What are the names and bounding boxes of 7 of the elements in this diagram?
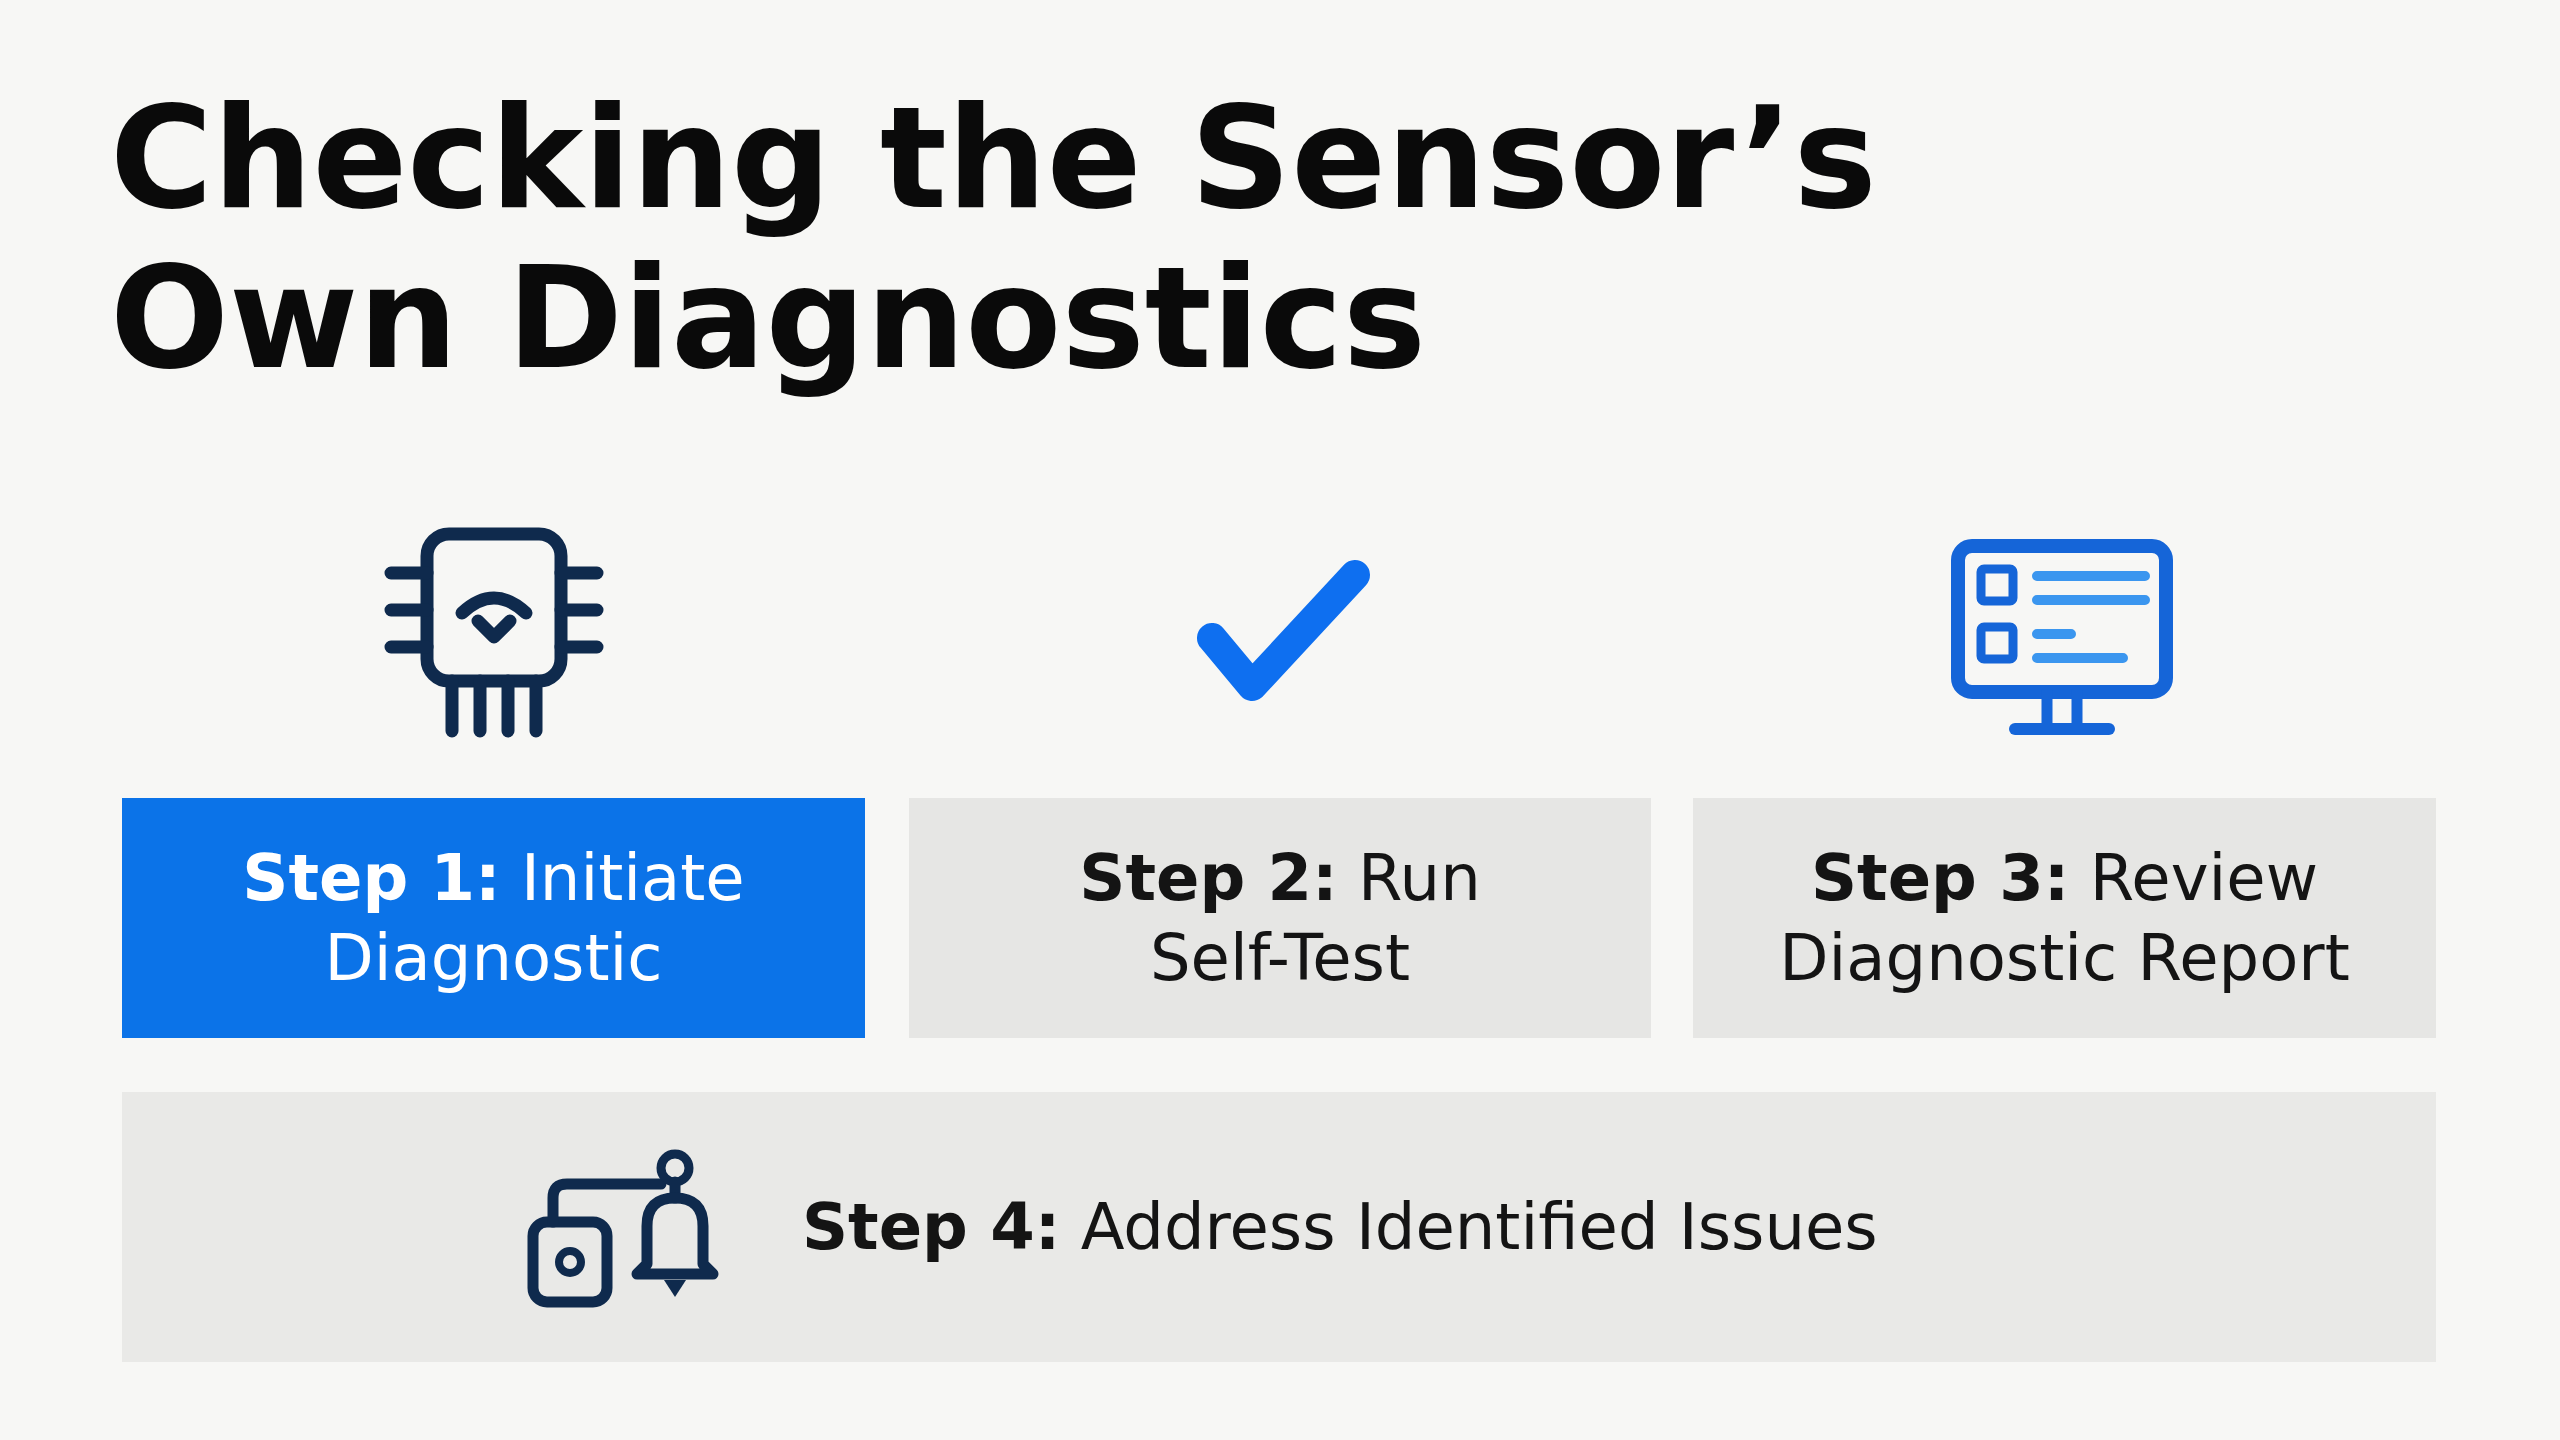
step-panel xyxy=(122,798,865,1038)
step-panel xyxy=(122,1092,2436,1362)
step-label: Step 4: Address Identified Issues xyxy=(802,1189,1878,1266)
step-label: Step 2: Run Self-Test xyxy=(1078,840,1482,997)
title: Checking the Sensor’s Own Diagnostics xyxy=(110,79,1878,399)
step-label: Step 1: Initiate Diagnostic xyxy=(241,840,746,997)
step-label: Step 3: Review Diagnostic Report xyxy=(1778,840,2351,997)
